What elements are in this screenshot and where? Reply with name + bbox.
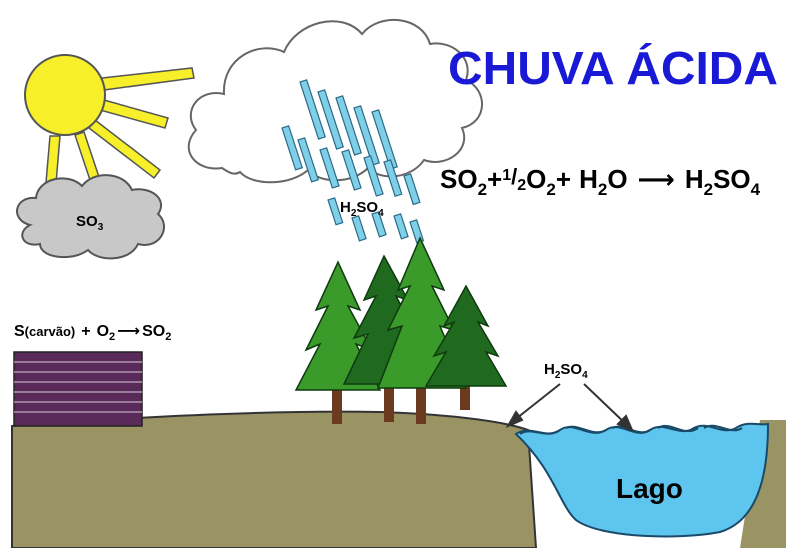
factory-icon <box>13 351 143 427</box>
main-equation: SO2+1/2O2+H2O⟶H2SO4 <box>440 164 761 199</box>
page-title: CHUVA ÁCIDA <box>448 42 778 94</box>
ground-right <box>740 420 786 548</box>
sun-rays <box>44 67 195 199</box>
lake-label: Lago <box>616 473 683 504</box>
lake-h2so4-label: H2SO4 <box>544 361 588 381</box>
rain-icon <box>281 79 425 244</box>
lake-arrows <box>505 383 634 432</box>
rain-h2so4-label: H2SO4 <box>340 199 384 219</box>
lake-waves <box>519 424 743 435</box>
factory-equation: S(carvão)+O2⟶SO2 <box>14 323 171 343</box>
gray-cloud-icon <box>16 174 165 260</box>
so3-label: SO3 <box>76 213 104 233</box>
cloud-icon <box>187 18 483 184</box>
sun-icon <box>24 54 106 136</box>
pine-tree-icon <box>294 236 508 424</box>
ground <box>11 410 538 548</box>
